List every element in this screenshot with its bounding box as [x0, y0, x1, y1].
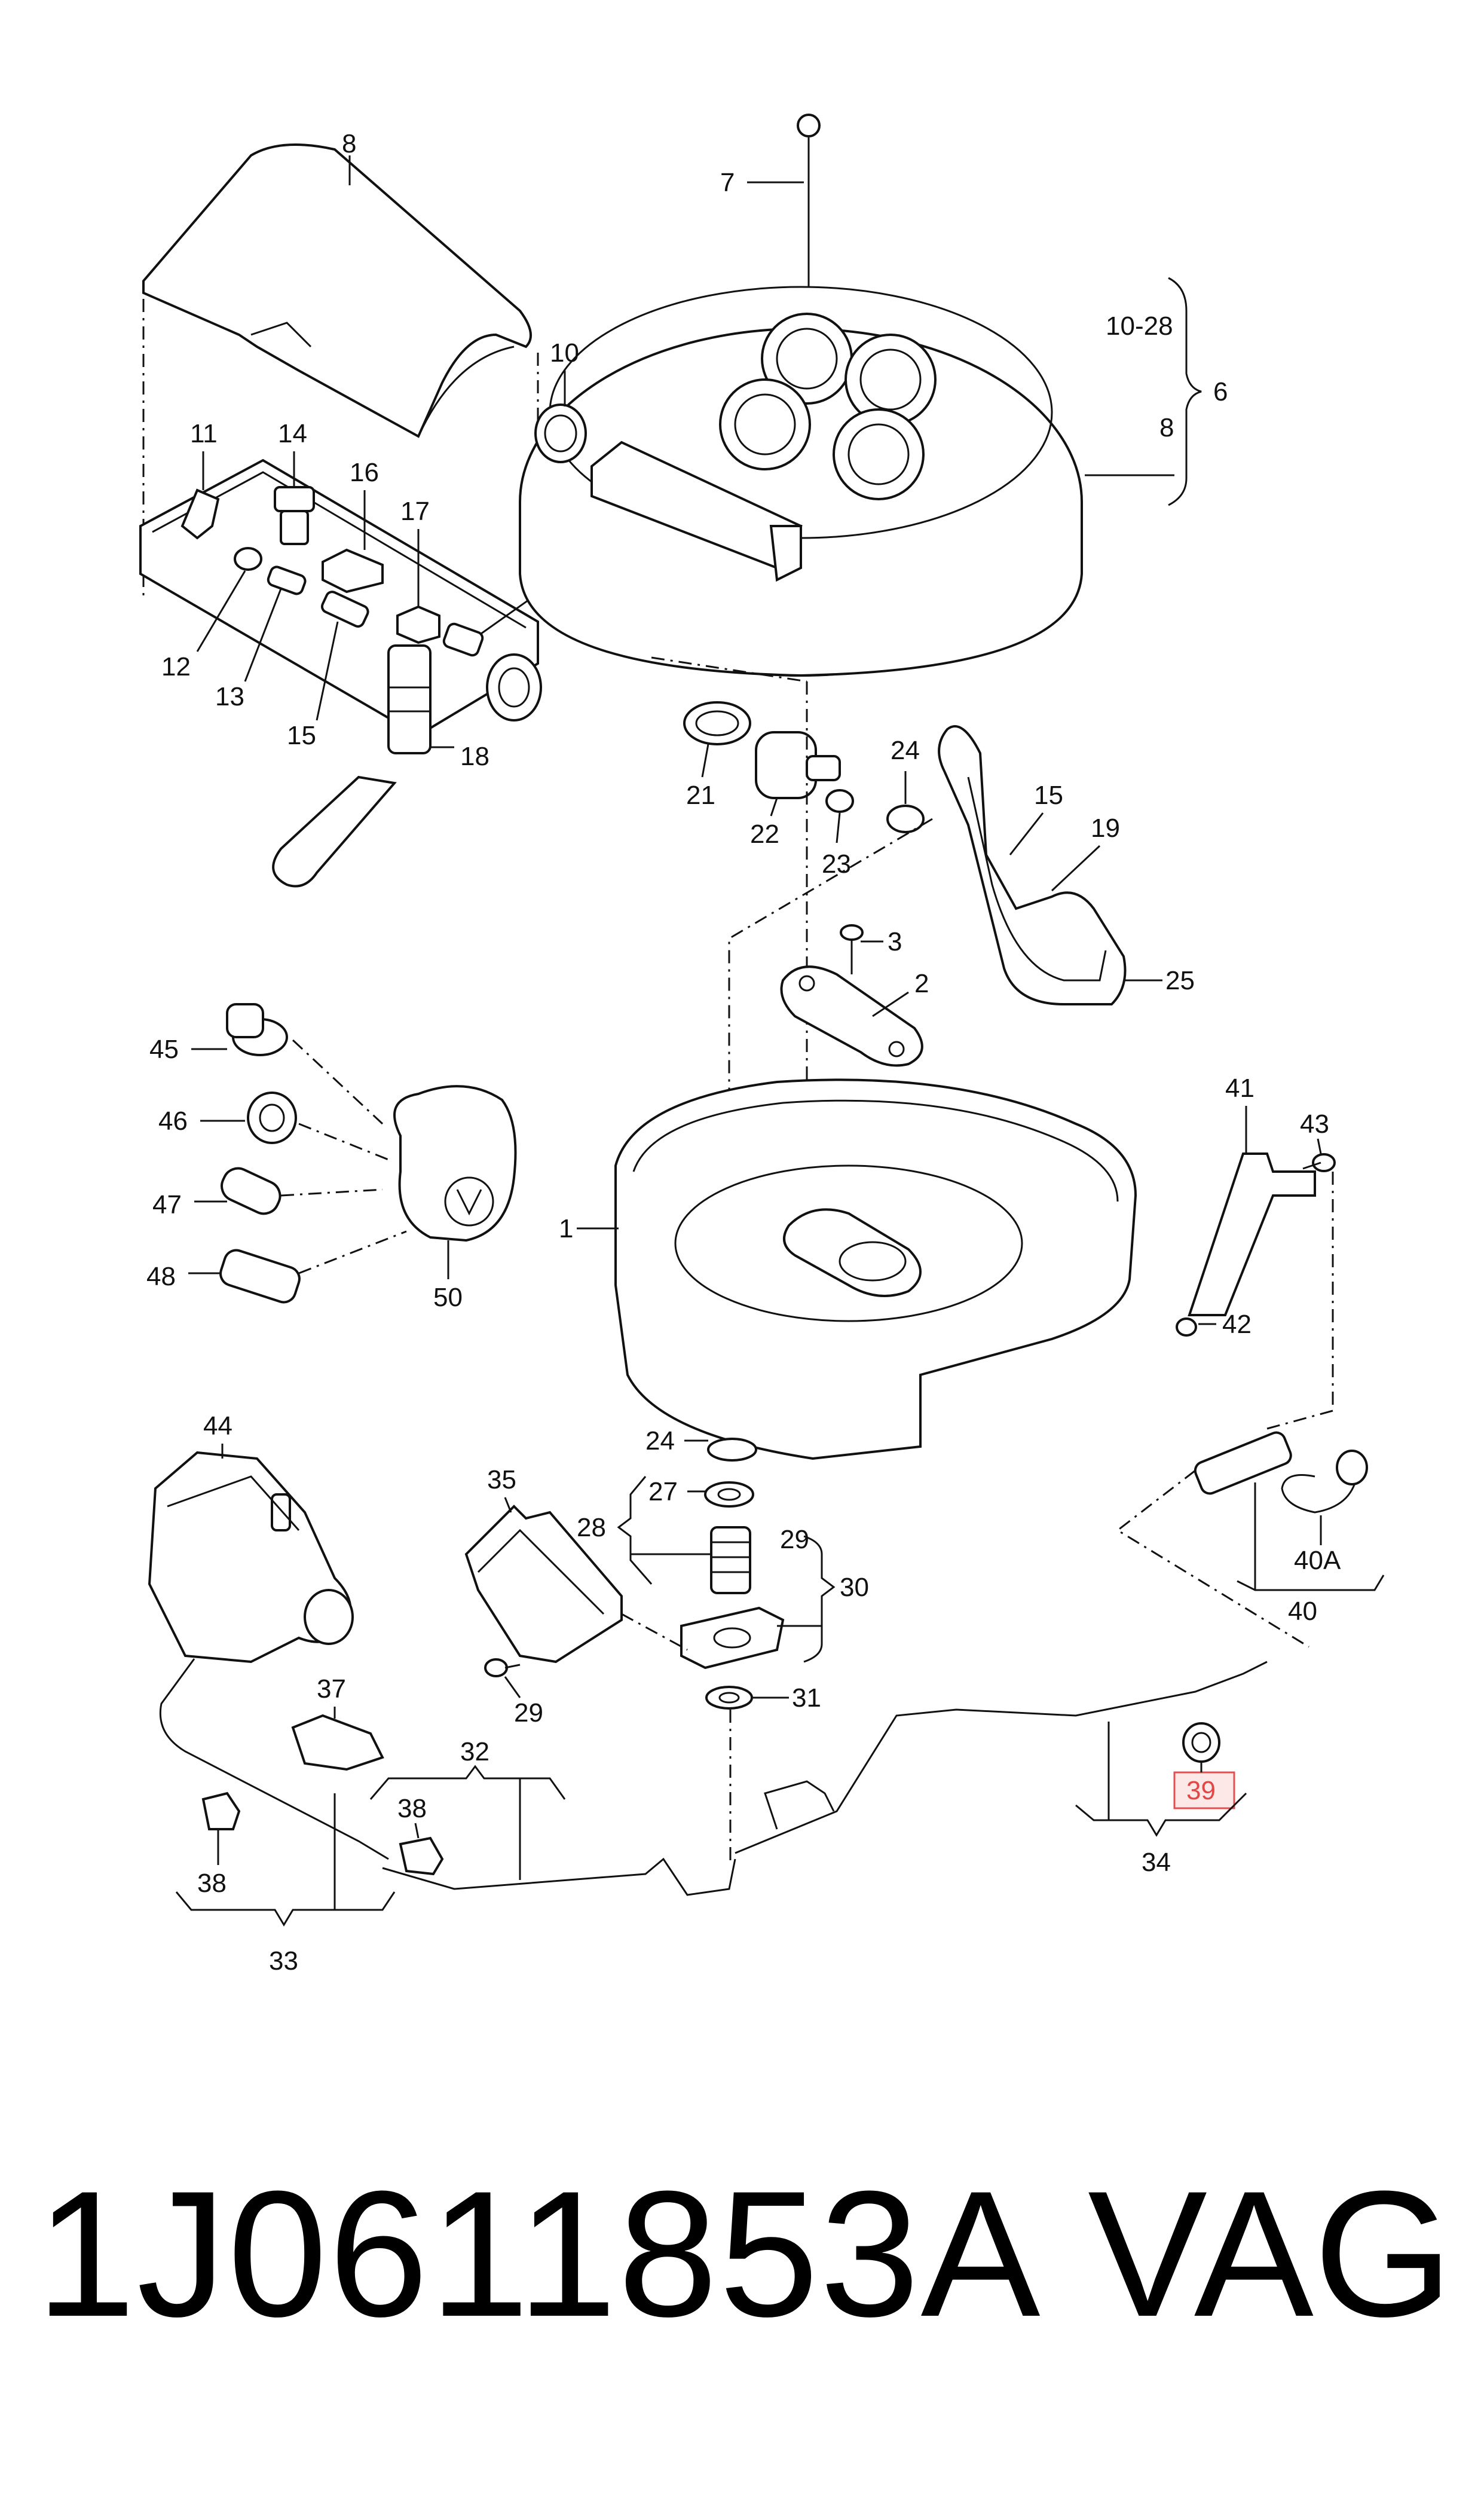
callout-30: 30 — [840, 1573, 869, 1602]
callout-41: 41 — [1225, 1074, 1254, 1103]
callout-33: 33 — [269, 1946, 298, 1976]
part-39-cap — [1182, 1722, 1220, 1763]
part-47-plug — [221, 1167, 281, 1215]
part-45-cap — [226, 1003, 288, 1056]
part-22-coupling — [755, 731, 841, 799]
callout-34: 34 — [1142, 1848, 1171, 1877]
part-31-ring — [705, 1686, 753, 1710]
part-17-connector — [396, 605, 440, 644]
part-41-bracket — [1188, 1152, 1316, 1316]
callout-24-bottom: 24 — [645, 1426, 675, 1456]
callout-39: 39 — [1186, 1776, 1216, 1805]
callout-27: 27 — [648, 1477, 678, 1506]
callout-28: 28 — [577, 1513, 606, 1542]
callout-38-left: 38 — [197, 1869, 227, 1898]
callout-7: 7 — [720, 168, 735, 197]
part-13-nipple — [267, 565, 307, 595]
callout-47: 47 — [152, 1190, 182, 1219]
highlight-box-39 — [1173, 1771, 1235, 1809]
part-46-nut — [247, 1092, 297, 1144]
callout-13: 13 — [215, 682, 244, 711]
part-40-connector — [1194, 1431, 1292, 1495]
callout-15-hose: 15 — [1034, 781, 1063, 810]
part-38-clip-left — [201, 1792, 241, 1830]
part-16-bracket — [322, 548, 384, 594]
callout-22: 22 — [750, 820, 779, 849]
part-1-wheel-well — [614, 1078, 1137, 1460]
callout-38-right: 38 — [397, 1794, 427, 1823]
callout-10: 10 — [550, 338, 579, 368]
part-14-fitting — [274, 486, 315, 545]
callout-11: 11 — [190, 419, 218, 448]
callout-21: 21 — [686, 781, 715, 810]
part-19-cap — [442, 622, 484, 657]
callout-32: 32 — [460, 1737, 489, 1766]
callout-15-left: 15 — [287, 721, 316, 750]
callout-35: 35 — [487, 1465, 516, 1494]
callout-23: 23 — [822, 849, 851, 879]
callout-29-column: 29 — [780, 1525, 809, 1554]
part-50-pouch — [393, 1085, 517, 1242]
callout-43: 43 — [1300, 1109, 1329, 1139]
callout-8-cover: 8 — [342, 129, 356, 158]
callout-45: 45 — [149, 1035, 179, 1064]
brand-text: VAG — [1088, 2153, 1454, 2354]
part-10-knob — [534, 403, 587, 463]
callout-2: 2 — [914, 969, 929, 998]
callout-12: 12 — [161, 652, 191, 681]
part-44-pump — [148, 1451, 354, 1664]
part-27-washer — [704, 1481, 754, 1508]
callout-42: 42 — [1222, 1310, 1252, 1339]
callout-18: 18 — [460, 742, 489, 771]
callout-48: 48 — [146, 1262, 176, 1291]
part-30-bracket — [680, 1606, 785, 1670]
callout-40A: 40A — [1294, 1546, 1341, 1575]
part-28-spring — [710, 1526, 751, 1594]
part-40A-hose — [1281, 1450, 1368, 1514]
callout-10-28: 10-28 — [1106, 311, 1173, 341]
callout-17: 17 — [400, 497, 430, 526]
part-42-nut — [1176, 1317, 1197, 1337]
part-38-clip-right — [399, 1836, 444, 1876]
part-43-bolt — [1302, 1153, 1336, 1172]
callout-31: 31 — [792, 1683, 821, 1713]
callout-19-hose: 19 — [1091, 814, 1120, 843]
part-24-clip-top — [886, 805, 925, 833]
callout-25: 25 — [1165, 966, 1195, 995]
callout-24-top: 24 — [891, 736, 920, 765]
part-37-clip — [291, 1714, 384, 1771]
part-number-text: 1J0611853A — [36, 2153, 1042, 2354]
part-7-bolt — [797, 114, 821, 287]
part-11-clip — [180, 488, 220, 540]
part-35-holder — [464, 1505, 623, 1664]
callout-16: 16 — [350, 458, 379, 487]
callout-6: 6 — [1213, 377, 1228, 406]
callout-14: 14 — [278, 419, 307, 448]
callout-37: 37 — [317, 1674, 346, 1704]
part-12-washer — [234, 547, 262, 571]
part-29-screw — [484, 1658, 521, 1677]
callout-8-wheel: 8 — [1159, 413, 1174, 442]
part-15-hose — [320, 591, 369, 628]
part-48-connector — [219, 1249, 301, 1304]
callout-3: 3 — [888, 927, 902, 956]
callout-29-screw: 29 — [514, 1698, 543, 1728]
part-24-clip-bottom — [707, 1438, 757, 1462]
callout-50: 50 — [433, 1283, 463, 1312]
hose-reel-wheel — [519, 286, 1083, 677]
parts-diagram: 8 11 12 13 14 16 15 17 — [139, 114, 1385, 1976]
part-2-plate — [780, 965, 923, 1067]
part-23-ring — [825, 789, 854, 813]
part-3-bolt — [840, 924, 864, 974]
part-18-valve — [272, 644, 432, 888]
callout-46: 46 — [158, 1106, 188, 1136]
callout-1: 1 — [559, 1214, 573, 1243]
part-21-clamp — [683, 701, 751, 745]
callout-44: 44 — [203, 1411, 232, 1441]
callout-40: 40 — [1288, 1597, 1317, 1626]
